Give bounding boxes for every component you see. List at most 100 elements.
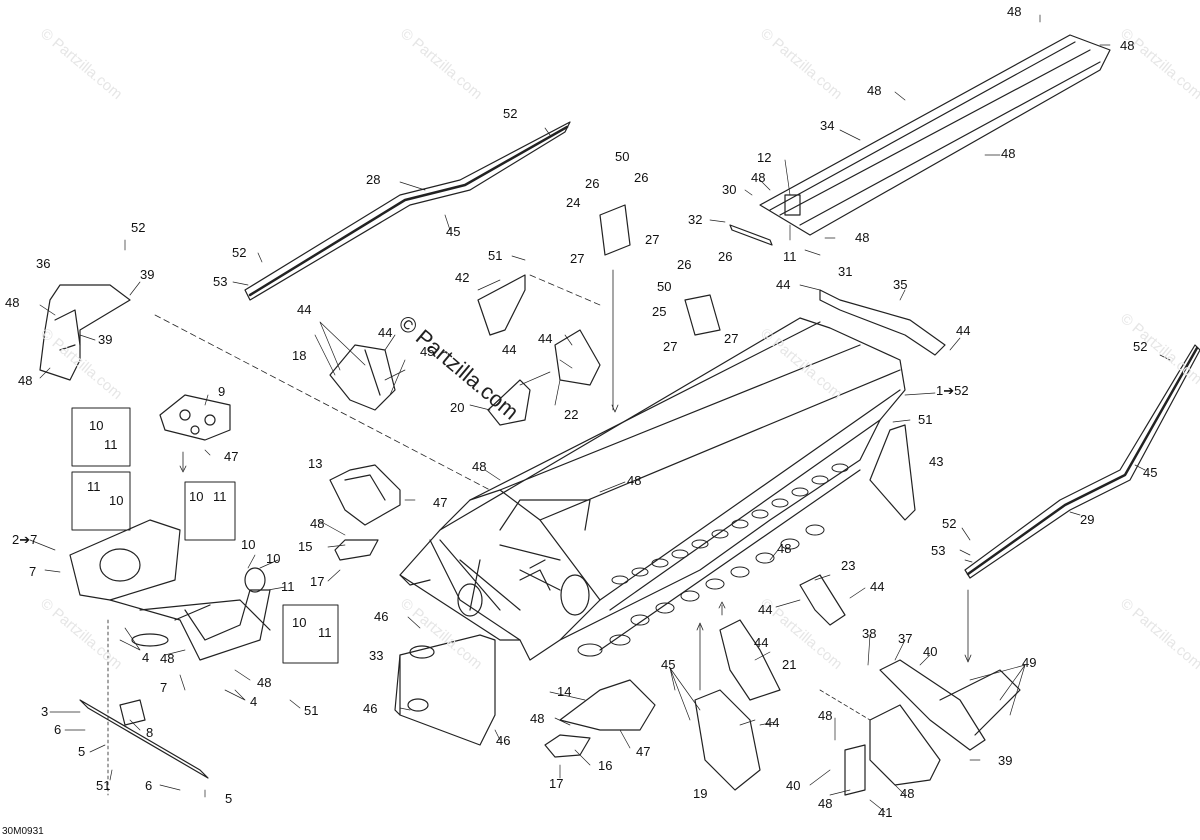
part-callout: 44 xyxy=(956,323,971,338)
part-callout: 5 xyxy=(78,744,86,759)
part-callout: 33 xyxy=(369,648,384,663)
part-callout: 44 xyxy=(870,579,885,594)
part-callout: 39 xyxy=(998,753,1013,768)
part-callout: 46 xyxy=(496,733,511,748)
bracket-36 xyxy=(39,284,131,381)
part-callout: 48 xyxy=(751,170,766,185)
part-callout: 11 xyxy=(318,625,332,640)
part-callout: 17 xyxy=(310,574,325,589)
part-callout: 11 xyxy=(87,479,101,494)
part-callout: 47 xyxy=(224,449,239,464)
part-callout: 53 xyxy=(931,543,946,558)
part-callout: 6 xyxy=(54,722,62,737)
part-callout: 27 xyxy=(724,331,739,346)
part-callout: 30 xyxy=(722,182,737,197)
part-callout: 48 xyxy=(472,459,487,474)
part-callout: 52 xyxy=(131,220,146,235)
part-callout: 11 xyxy=(783,249,797,264)
part-callout: 43 xyxy=(929,454,944,469)
diagram-code: 30M0931 xyxy=(2,826,44,837)
clamp-25 xyxy=(684,294,721,336)
part-callout: 34 xyxy=(820,118,835,133)
part-callout: 53 xyxy=(213,274,228,289)
part-callout: 46 xyxy=(374,609,389,624)
part-callout: 19 xyxy=(693,786,708,801)
part-callout: 45 xyxy=(661,657,676,672)
part-callout: 32 xyxy=(688,212,703,227)
part-callout: 38 xyxy=(862,626,877,641)
guide-lines xyxy=(107,269,972,796)
part-callout: 9 xyxy=(218,384,226,399)
part-callout: 44 xyxy=(502,342,517,357)
bracket-18 xyxy=(329,344,396,411)
part-callout: 48 xyxy=(5,295,20,310)
bracket-20 xyxy=(487,379,531,426)
tank-33 xyxy=(394,634,496,746)
rail-34 xyxy=(759,34,1111,236)
part-callout: 44 xyxy=(776,277,791,292)
part-callout: 44 xyxy=(765,715,780,730)
part-callout: 14 xyxy=(557,684,572,699)
part-callout: 40 xyxy=(923,644,938,659)
part-callout: 35 xyxy=(893,277,908,292)
part-callout: 16 xyxy=(598,758,613,773)
part-callout: 52 xyxy=(1133,339,1148,354)
part-callout: 48 xyxy=(855,230,870,245)
part-callout: 44 xyxy=(538,331,553,346)
part-callout: 10 xyxy=(266,551,281,566)
bracket-19 xyxy=(694,689,761,791)
part-callout: 48 xyxy=(18,373,33,388)
part-callout: 3 xyxy=(41,704,49,719)
small-parts xyxy=(79,224,773,779)
part-callout: 44 xyxy=(754,635,769,650)
part-callout: 26 xyxy=(677,257,692,272)
part-callout: 2➔7 xyxy=(12,532,38,547)
hardware-boxes xyxy=(71,407,339,664)
rail-28 xyxy=(244,121,571,301)
part-callout: 10 xyxy=(89,418,104,433)
bracket-9 xyxy=(159,394,231,441)
part-callout: 36 xyxy=(36,256,51,271)
part-callout: 18 xyxy=(292,348,307,363)
part-callout: 44 xyxy=(378,325,393,340)
part-callout: 10 xyxy=(189,489,204,504)
part-callout: 39 xyxy=(98,332,113,347)
part-callout: 48 xyxy=(1007,4,1022,19)
part-callout: 25 xyxy=(652,304,667,319)
part-callout: 11 xyxy=(104,437,118,452)
part-callout: 46 xyxy=(363,701,378,716)
part-callout: 48 xyxy=(627,473,642,488)
part-callout: 23 xyxy=(841,558,856,573)
part-callout: 29 xyxy=(1080,512,1095,527)
part-callout: 40 xyxy=(786,778,801,793)
bracket-13 xyxy=(329,464,401,526)
bracket-14 xyxy=(559,679,656,731)
bracket-43 xyxy=(869,424,916,521)
part-callout: 37 xyxy=(898,631,913,646)
bracket-42 xyxy=(477,274,526,336)
part-callout: 5 xyxy=(225,791,233,806)
part-callout: 27 xyxy=(663,339,678,354)
part-callout: 52 xyxy=(942,516,957,531)
part-callout: 26 xyxy=(634,170,649,185)
part-callout: 1➔52 xyxy=(936,383,969,398)
part-callout: 8 xyxy=(146,725,154,740)
rear-assembly xyxy=(844,659,1021,796)
part-callout: 47 xyxy=(433,495,448,510)
leader-lines xyxy=(29,14,1171,813)
plate-15 xyxy=(334,539,379,561)
part-callout: 48 xyxy=(310,516,325,531)
part-callout: 28 xyxy=(366,172,381,187)
part-callout: 48 xyxy=(818,708,833,723)
part-callout: 50 xyxy=(657,279,672,294)
part-callout: 13 xyxy=(308,456,323,471)
part-callout: 48 xyxy=(257,675,272,690)
main-tunnel xyxy=(399,317,906,661)
part-callout: 45 xyxy=(420,344,435,359)
part-callout: 12 xyxy=(757,150,772,165)
part-callout: 47 xyxy=(636,744,651,759)
part-callout: 48 xyxy=(1001,146,1016,161)
part-callout: 41 xyxy=(878,805,893,820)
